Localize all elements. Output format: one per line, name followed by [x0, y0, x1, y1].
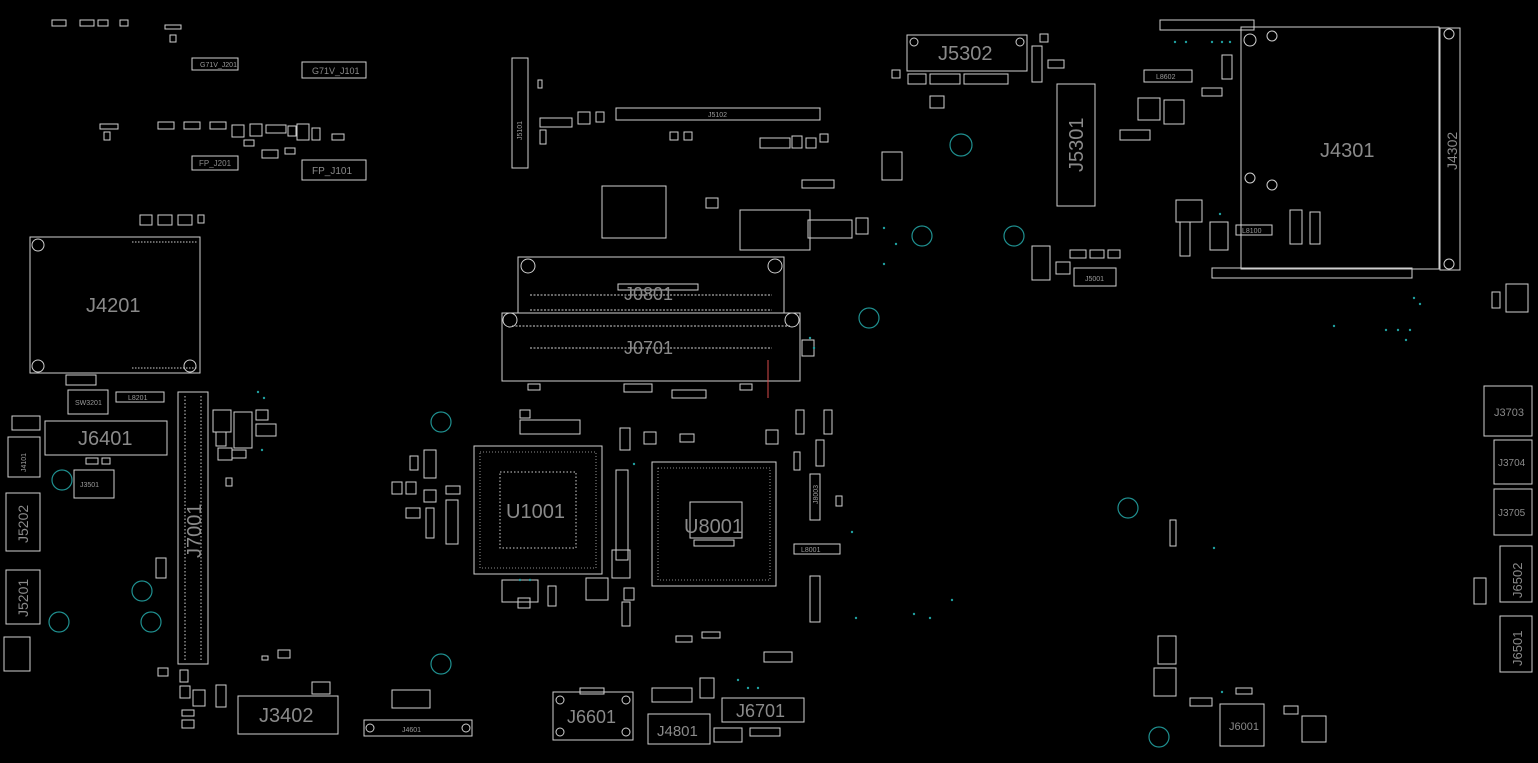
j5102-label: J5102 — [708, 112, 727, 119]
j6502-label: J6502 — [1510, 563, 1525, 598]
j3402-label: J3402 — [259, 705, 314, 727]
j3705-label: J3705 — [1498, 508, 1526, 519]
connector-j4301 — [1119, 19, 1461, 279]
j0701-label: J0701 — [624, 338, 673, 358]
j6701-label: J6701 — [736, 701, 785, 721]
l8201-label: L8201 — [128, 395, 148, 402]
j6401-label: J6401 — [78, 428, 133, 450]
fp-j201-label: FP_J201 — [199, 159, 232, 168]
g71v-j201-label: G71V_J201 — [200, 62, 237, 69]
bottom-left-connectors — [237, 631, 805, 745]
right-edge-connectors — [1483, 283, 1533, 673]
sw3201-label: SW3201 — [75, 400, 102, 407]
mounting-holes — [48, 133, 1170, 748]
j6001-label: J6001 — [1229, 721, 1259, 733]
top-middle-parts — [511, 57, 903, 251]
j5302-label: J5302 — [938, 43, 993, 65]
teal-via-dots — [256, 40, 1422, 694]
j5301-label: J5301 — [1066, 118, 1088, 173]
connector-j6001 — [1153, 519, 1487, 747]
j4101-label: J4101 — [21, 453, 28, 472]
chip-u8001 — [651, 461, 777, 587]
l8100-label: L8100 — [1242, 228, 1262, 235]
connector-j5001 — [1031, 245, 1121, 287]
left-column-parts — [3, 389, 291, 729]
j6501-label: J6501 — [1510, 631, 1525, 666]
connector-j0701 — [501, 312, 801, 399]
j3703-label: J3703 — [1494, 407, 1524, 419]
j4801-label: J4801 — [657, 723, 698, 740]
connector-j5301 — [1056, 83, 1096, 207]
j7001-label: J7001 — [184, 504, 206, 559]
connector-j4201 — [29, 214, 205, 386]
j3501-label: J3501 — [80, 482, 99, 489]
l8001-label: L8001 — [801, 547, 821, 554]
j6601-label: J6601 — [567, 707, 616, 727]
top-left-small-parts — [51, 19, 367, 181]
j8003-label: J8003 — [813, 485, 820, 504]
j3704-label: J3704 — [1498, 458, 1526, 469]
middle-small-parts — [391, 339, 843, 627]
connector-j5302 — [891, 33, 1065, 109]
j4301-label: J4301 — [1320, 140, 1375, 162]
j4601-label: J4601 — [402, 727, 421, 734]
chip-u1001 — [473, 445, 603, 575]
g71v-j101-label: G71V_J101 — [312, 66, 360, 76]
u1001-label: U1001 — [506, 501, 565, 523]
j5101-label: J5101 — [517, 121, 524, 140]
j5001-label: J5001 — [1085, 276, 1104, 283]
fp-j101-label: FP_J101 — [312, 166, 352, 177]
u8001-label: U8001 — [684, 516, 743, 538]
l8602-label: L8602 — [1156, 74, 1176, 81]
j0801-label: J0801 — [624, 284, 673, 304]
j5202-label: J5202 — [15, 505, 31, 543]
j5201-label: J5201 — [15, 579, 31, 617]
j4201-label: J4201 — [86, 295, 141, 317]
j4302-label: J4302 — [1444, 132, 1460, 170]
